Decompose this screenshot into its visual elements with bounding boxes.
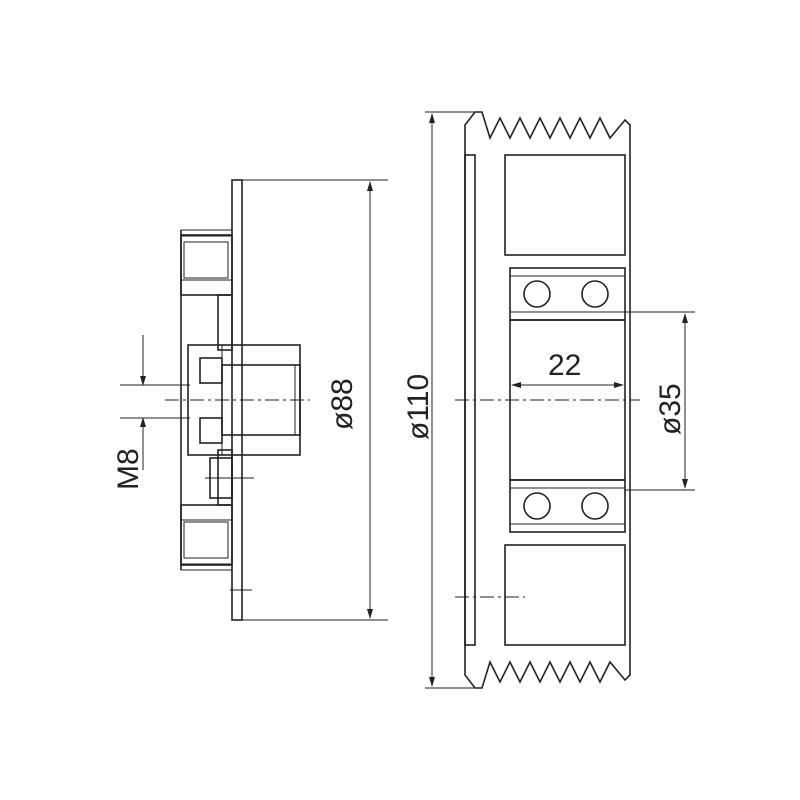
- pulley-cavity-top: [504, 154, 626, 256]
- pulley-outline: [464, 111, 631, 689]
- rubber-damper-bottom: [183, 521, 229, 559]
- bearing-top: [509, 267, 626, 321]
- bore-diameter-label: ø35: [654, 383, 687, 435]
- clutch-hub-section: M8 ø88: [112, 179, 388, 621]
- thread-label: M8: [112, 448, 145, 490]
- bearing-bottom: [509, 479, 626, 533]
- pulley-section: ø110 22 ø35: [402, 111, 695, 689]
- hub-diameter-label: ø88: [326, 378, 359, 430]
- bearing-width-label: 22: [548, 349, 581, 382]
- rubber-damper-top: [183, 241, 229, 279]
- thread-insert-top: [199, 357, 223, 384]
- pulley-cavity-bottom: [504, 544, 626, 646]
- pulley-diameter-label: ø110: [402, 374, 435, 440]
- thread-insert-bottom: [199, 417, 223, 444]
